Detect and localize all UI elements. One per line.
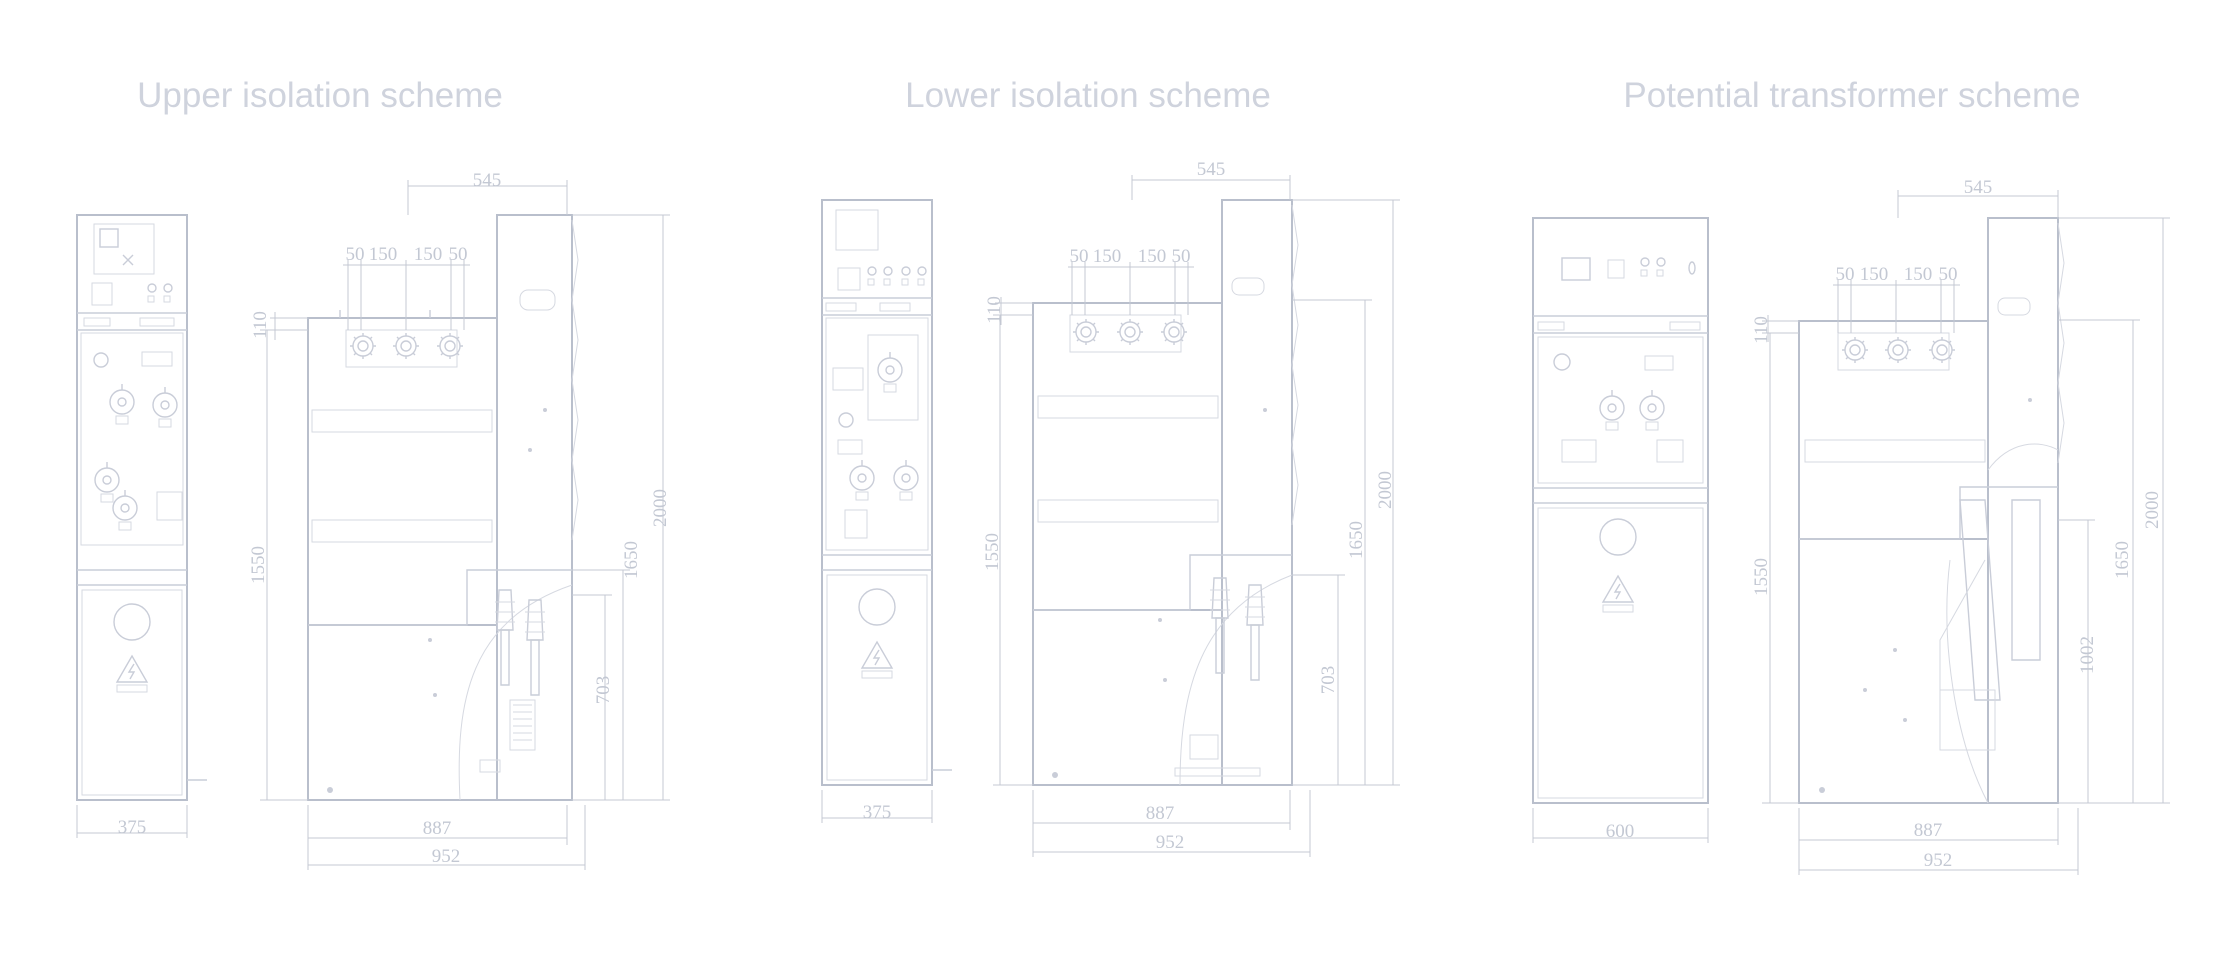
upper-scheme-side-view [307, 214, 579, 801]
dim-lower-height: 1002 [2077, 636, 2098, 674]
dim-left-height: 1550 [248, 546, 269, 584]
pt-scheme-side-view [1798, 217, 2065, 804]
dim-right-height: 2000 [650, 489, 671, 527]
pt-scheme-front-view [1532, 217, 1709, 804]
lower-scheme-side-view [1032, 199, 1299, 786]
dim-busbar-3: 50 [1939, 264, 1958, 285]
scheme-title-lower: Lower isolation scheme [905, 76, 1271, 115]
dimension-labels: 375 545 50 150 150 50 887 952 110 1550 7… [118, 159, 2163, 871]
dim-total-depth: 952 [1156, 832, 1185, 853]
dim-busbar-1: 150 [1860, 264, 1889, 285]
dim-left-height-top: 110 [984, 296, 1005, 324]
dim-right-height: 2000 [1375, 471, 1396, 509]
dim-busbar-1: 150 [369, 244, 398, 265]
dim-busbar-0: 50 [1070, 246, 1089, 267]
dim-inner-depth: 887 [1914, 820, 1943, 841]
dim-left-height-top: 110 [250, 311, 271, 339]
dimension-lines [76, 175, 2170, 875]
dim-busbar-2: 150 [1138, 246, 1167, 267]
dim-busbar-0: 50 [1836, 264, 1855, 285]
dim-busbar-2: 150 [1904, 264, 1933, 285]
dim-left-height: 1550 [1751, 558, 1772, 596]
dim-busbar-0: 50 [346, 244, 365, 265]
dim-right-height: 2000 [2142, 491, 2163, 529]
dim-top-depth: 545 [473, 170, 502, 191]
dim-top-depth: 545 [1197, 159, 1226, 180]
dim-mid-height: 1650 [1346, 521, 1367, 559]
dim-total-depth: 952 [1924, 850, 1953, 871]
dim-busbar-1: 150 [1093, 246, 1122, 267]
dim-left-height: 1550 [982, 533, 1003, 571]
dim-busbar-3: 50 [449, 244, 468, 265]
dim-mid-height: 1650 [2112, 541, 2133, 579]
dim-front-width: 600 [1606, 821, 1635, 842]
dim-top-depth: 545 [1964, 177, 1993, 198]
upper-scheme-front-view [76, 214, 207, 801]
dim-inner-depth: 887 [1146, 803, 1175, 824]
scheme-title-upper: Upper isolation scheme [137, 76, 503, 115]
dim-busbar-3: 50 [1172, 246, 1191, 267]
dim-busbar-2: 150 [414, 244, 443, 265]
scheme-title-pt: Potential transformer scheme [1623, 76, 2081, 115]
dim-inner-depth: 887 [423, 818, 452, 839]
dim-total-depth: 952 [432, 846, 461, 867]
dim-lower-height: 703 [1318, 666, 1339, 695]
dim-left-height-top: 110 [1751, 316, 1772, 344]
dim-front-width: 375 [118, 817, 147, 838]
dim-lower-height: 703 [593, 676, 614, 705]
dim-front-width: 375 [863, 802, 892, 823]
lower-scheme-front-view [821, 199, 952, 786]
dim-mid-height: 1650 [621, 541, 642, 579]
